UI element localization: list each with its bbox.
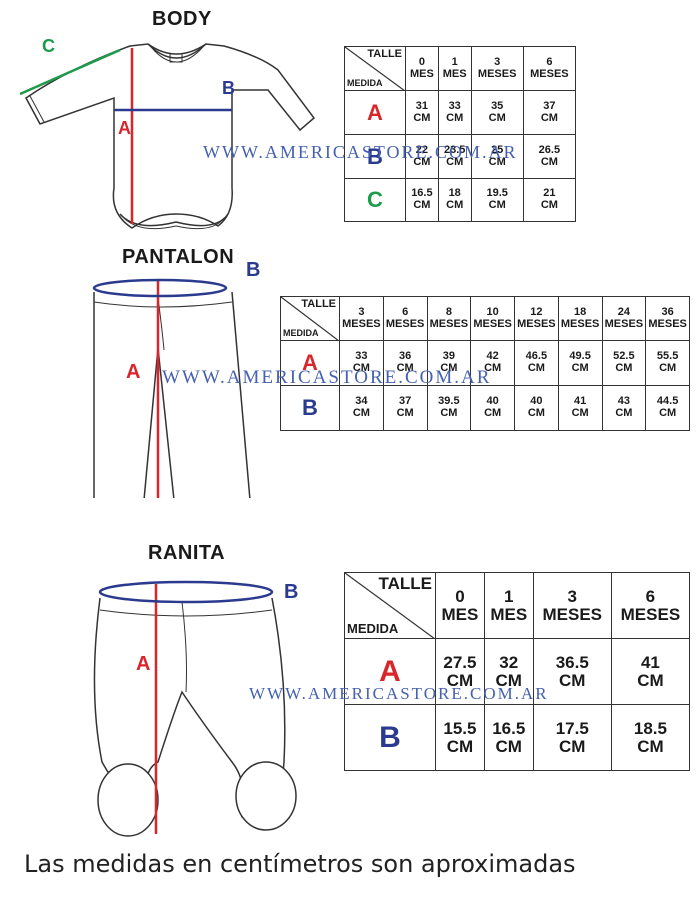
- body-table-corner: TALLE MEDIDA: [344, 46, 406, 91]
- ranita-label-a: A: [136, 653, 150, 675]
- body-header-talle: TALLE: [367, 48, 402, 60]
- pantalon-garment-illustration: A B: [92, 259, 260, 498]
- body-row-label: B: [344, 134, 406, 179]
- pantalon-header-medida: MEDIDA: [283, 327, 319, 338]
- ranita-header-talle: TALLE: [378, 574, 432, 593]
- pantalon-title: PANTALON: [122, 246, 235, 268]
- watermark: WWW.AMERICASTORE.COM.AR: [249, 684, 549, 703]
- pantalon-row-label: B: [280, 385, 340, 431]
- footer-note: Las medidas en centímetros son aproximad…: [24, 850, 576, 878]
- ranita-row-label: B: [344, 704, 436, 771]
- body-header-medida: MEDIDA: [347, 77, 383, 88]
- ranita-table-corner: TALLE MEDIDA: [344, 572, 436, 639]
- pantalon-label-b: B: [246, 259, 260, 281]
- body-label-a: A: [118, 118, 131, 138]
- body-measure-c-line: [19, 48, 121, 96]
- body-label-c: C: [42, 38, 55, 56]
- body-title: BODY: [152, 8, 212, 30]
- body-row-label: A: [344, 90, 406, 135]
- body-garment-illustration: A B C: [19, 38, 316, 230]
- watermark: WWW.AMERICASTORE.COM.AR: [203, 142, 518, 162]
- pantalon-measure-b-line: [92, 278, 228, 298]
- ranita-row-label: A: [344, 638, 436, 705]
- pantalon-row-label: A: [280, 340, 340, 386]
- ranita-header-medida: MEDIDA: [347, 621, 399, 637]
- body-row-label: C: [344, 178, 406, 222]
- pantalon-header-talle: TALLE: [301, 298, 336, 310]
- pantalon-table-corner: TALLE MEDIDA: [280, 296, 340, 341]
- ranita-title: RANITA: [148, 542, 226, 564]
- ranita-label-b: B: [284, 581, 298, 603]
- watermark: WWW.AMERICASTORE.COM.AR: [162, 367, 492, 388]
- body-label-b: B: [222, 78, 235, 98]
- ranita-garment-illustration: A B: [93, 580, 298, 837]
- pantalon-label-a: A: [126, 361, 140, 383]
- ranita-measure-b-line: [98, 580, 274, 604]
